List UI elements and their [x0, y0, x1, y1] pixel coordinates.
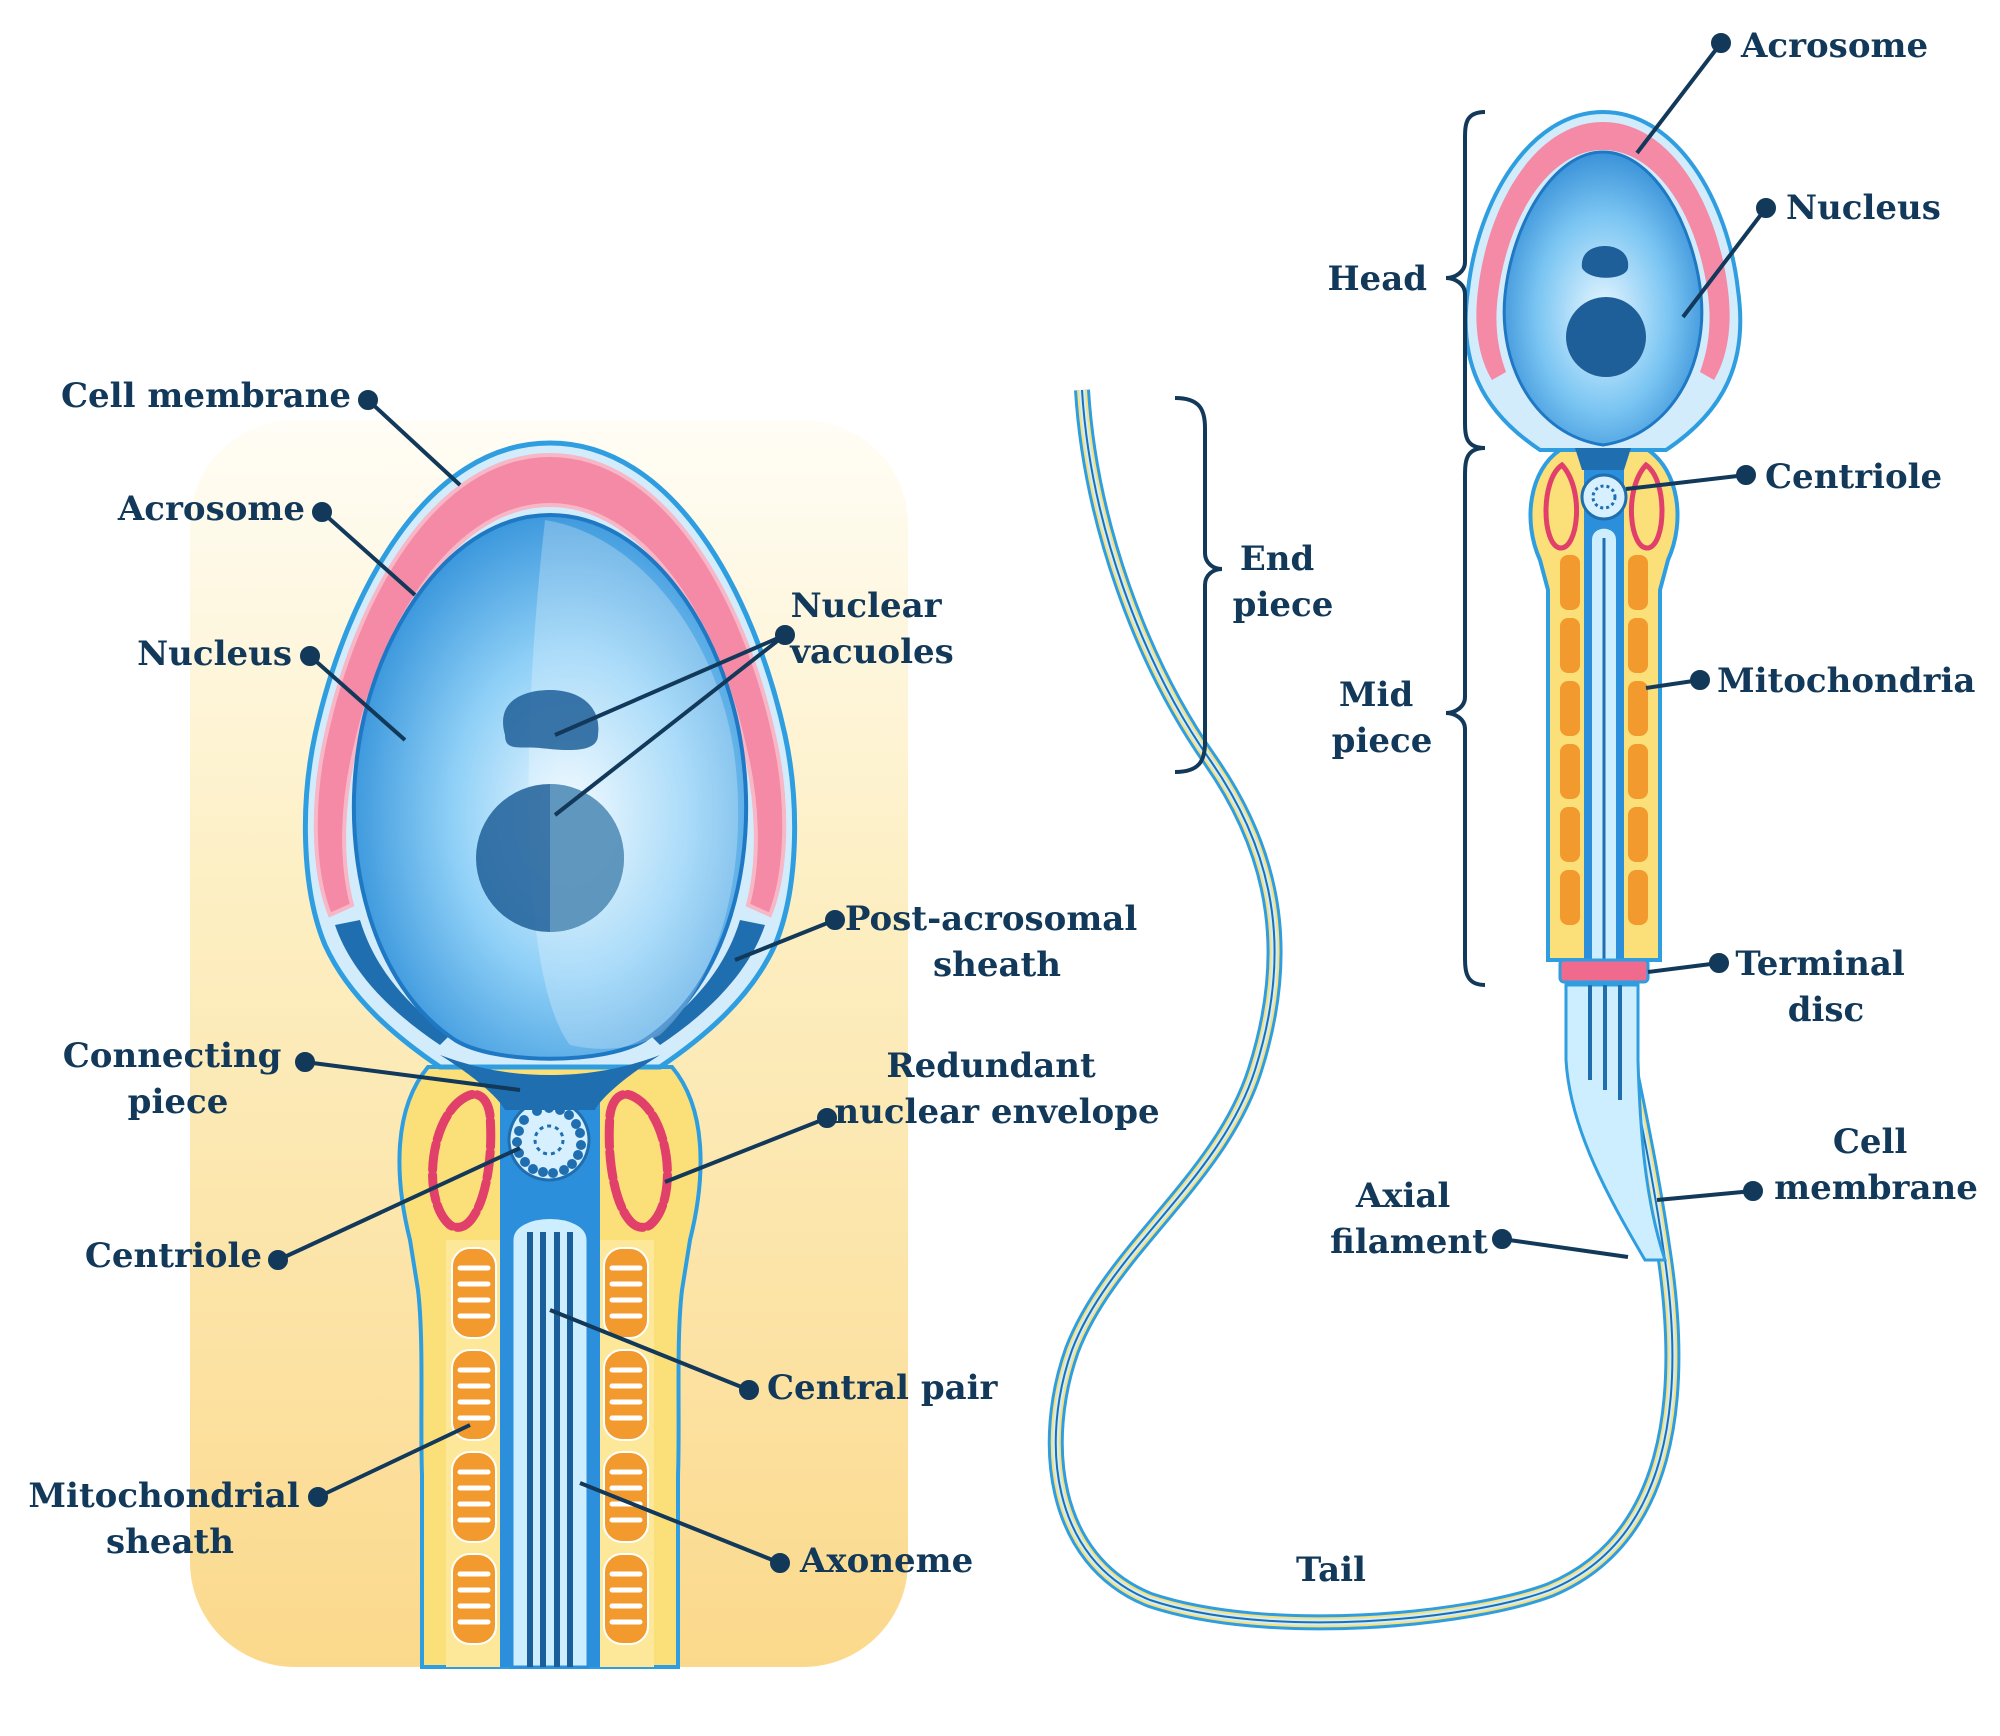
label-axial-filament-line2: filament — [1330, 1222, 1488, 1262]
connecting-piece-detail — [440, 1055, 660, 1110]
label-post-acrosomal-line2: sheath — [933, 945, 1061, 985]
label-connecting-piece: Connecting piece — [63, 1036, 293, 1122]
region-brackets — [1174, 110, 1486, 987]
whole-cell-labels: Acrosome Nucleus Head Centriole Mid piec… — [1233, 26, 1978, 1590]
label-axoneme: Axoneme — [799, 1541, 973, 1581]
label-end-piece: End piece — [1233, 539, 1334, 625]
label-axial-filament: Axial filament — [1330, 1176, 1488, 1262]
centriole-whole-cell — [1580, 473, 1628, 521]
tail — [1047, 389, 1681, 1631]
label-head: Head — [1327, 259, 1427, 299]
label-cell-membrane-whole-cell: Cell membrane — [1774, 1122, 1978, 1208]
label-axial-filament-line1: Axial — [1355, 1176, 1451, 1216]
label-nuclear-vacuoles-line1: Nuclear — [791, 586, 943, 626]
whole-cell-view: Acrosome Nucleus Head Centriole Mid piec… — [1047, 26, 1978, 1631]
label-acrosome-whole-cell: Acrosome — [1740, 26, 1928, 66]
whole-cell-midpiece — [1528, 448, 1680, 984]
label-terminal-disc: Terminal disc — [1735, 944, 1916, 1030]
label-connecting-piece-line2: piece — [128, 1082, 229, 1122]
label-post-acrosomal-sheath: Post-acrosomal sheath — [845, 899, 1149, 985]
label-central-pair: Central pair — [767, 1368, 999, 1408]
whole-cell-leader-lines — [1492, 33, 1776, 1259]
centriole-detail — [507, 1098, 591, 1182]
label-end-piece-line2: piece — [1233, 585, 1334, 625]
label-end-piece-line1: End — [1240, 539, 1314, 579]
detail-head — [302, 440, 798, 1110]
end-piece-bracket — [1174, 396, 1223, 774]
detail-leader-lines — [268, 390, 845, 1573]
nuclear-vacuoles-detail — [476, 690, 624, 932]
redundant-nuclear-envelope — [428, 1089, 672, 1232]
label-tail: Tail — [1296, 1550, 1366, 1590]
label-post-acrosomal-line1: Post-acrosomal — [845, 899, 1137, 939]
label-mitochondrial-sheath-line2: sheath — [106, 1522, 234, 1562]
label-centriole-detail: Centriole — [85, 1236, 262, 1276]
label-mid-piece-line2: piece — [1332, 721, 1433, 761]
acrosome-detail — [313, 452, 787, 918]
label-mid-piece-line1: Mid — [1339, 675, 1413, 715]
label-nuclear-vacuoles-line2: vacuoles — [789, 632, 954, 672]
label-terminal-disc-line1: Terminal — [1735, 944, 1905, 984]
label-nuclear-vacuoles-detail: Nuclear vacuoles — [789, 586, 954, 672]
head-bracket — [1445, 110, 1486, 450]
label-terminal-disc-line2: disc — [1788, 990, 1865, 1030]
label-cell-membrane-detail: Cell membrane — [61, 376, 351, 416]
label-centriole-whole-cell: Centriole — [1765, 457, 1942, 497]
terminal-disc — [1558, 958, 1650, 984]
label-mitochondria: Mitochondria — [1717, 661, 1975, 701]
label-nucleus-whole-cell: Nucleus — [1786, 188, 1941, 228]
label-mid-piece: Mid piece — [1332, 675, 1433, 761]
detail-view: Cell membrane Acrosome Nucleus Nuclear v… — [28, 376, 1160, 1669]
axoneme-filaments — [527, 1232, 573, 1667]
label-connecting-piece-line1: Connecting — [63, 1036, 282, 1076]
tail-upper — [1564, 983, 1668, 1262]
mid-piece-bracket — [1445, 446, 1486, 987]
label-redundant-line1: Redundant — [886, 1046, 1096, 1086]
label-mitochondrial-sheath-line1: Mitochondrial — [28, 1476, 299, 1516]
label-mitochondrial-sheath: Mitochondrial sheath — [28, 1476, 311, 1562]
label-acrosome-detail: Acrosome — [117, 489, 305, 529]
detail-labels: Cell membrane Acrosome Nucleus Nuclear v… — [28, 376, 1159, 1581]
mitochondria-cristae — [457, 1265, 643, 1625]
label-cell-membrane-line1: Cell — [1833, 1122, 1908, 1162]
whole-cell-head — [1463, 109, 1743, 470]
label-redundant-nuclear-envelope: Redundant nuclear envelope — [834, 1046, 1159, 1132]
detail-midpiece — [397, 1065, 703, 1669]
axoneme-inner — [510, 1216, 590, 1669]
label-cell-membrane-line2: membrane — [1774, 1168, 1978, 1208]
label-nucleus-detail: Nucleus — [137, 634, 292, 674]
label-redundant-line2: nuclear envelope — [834, 1092, 1159, 1132]
